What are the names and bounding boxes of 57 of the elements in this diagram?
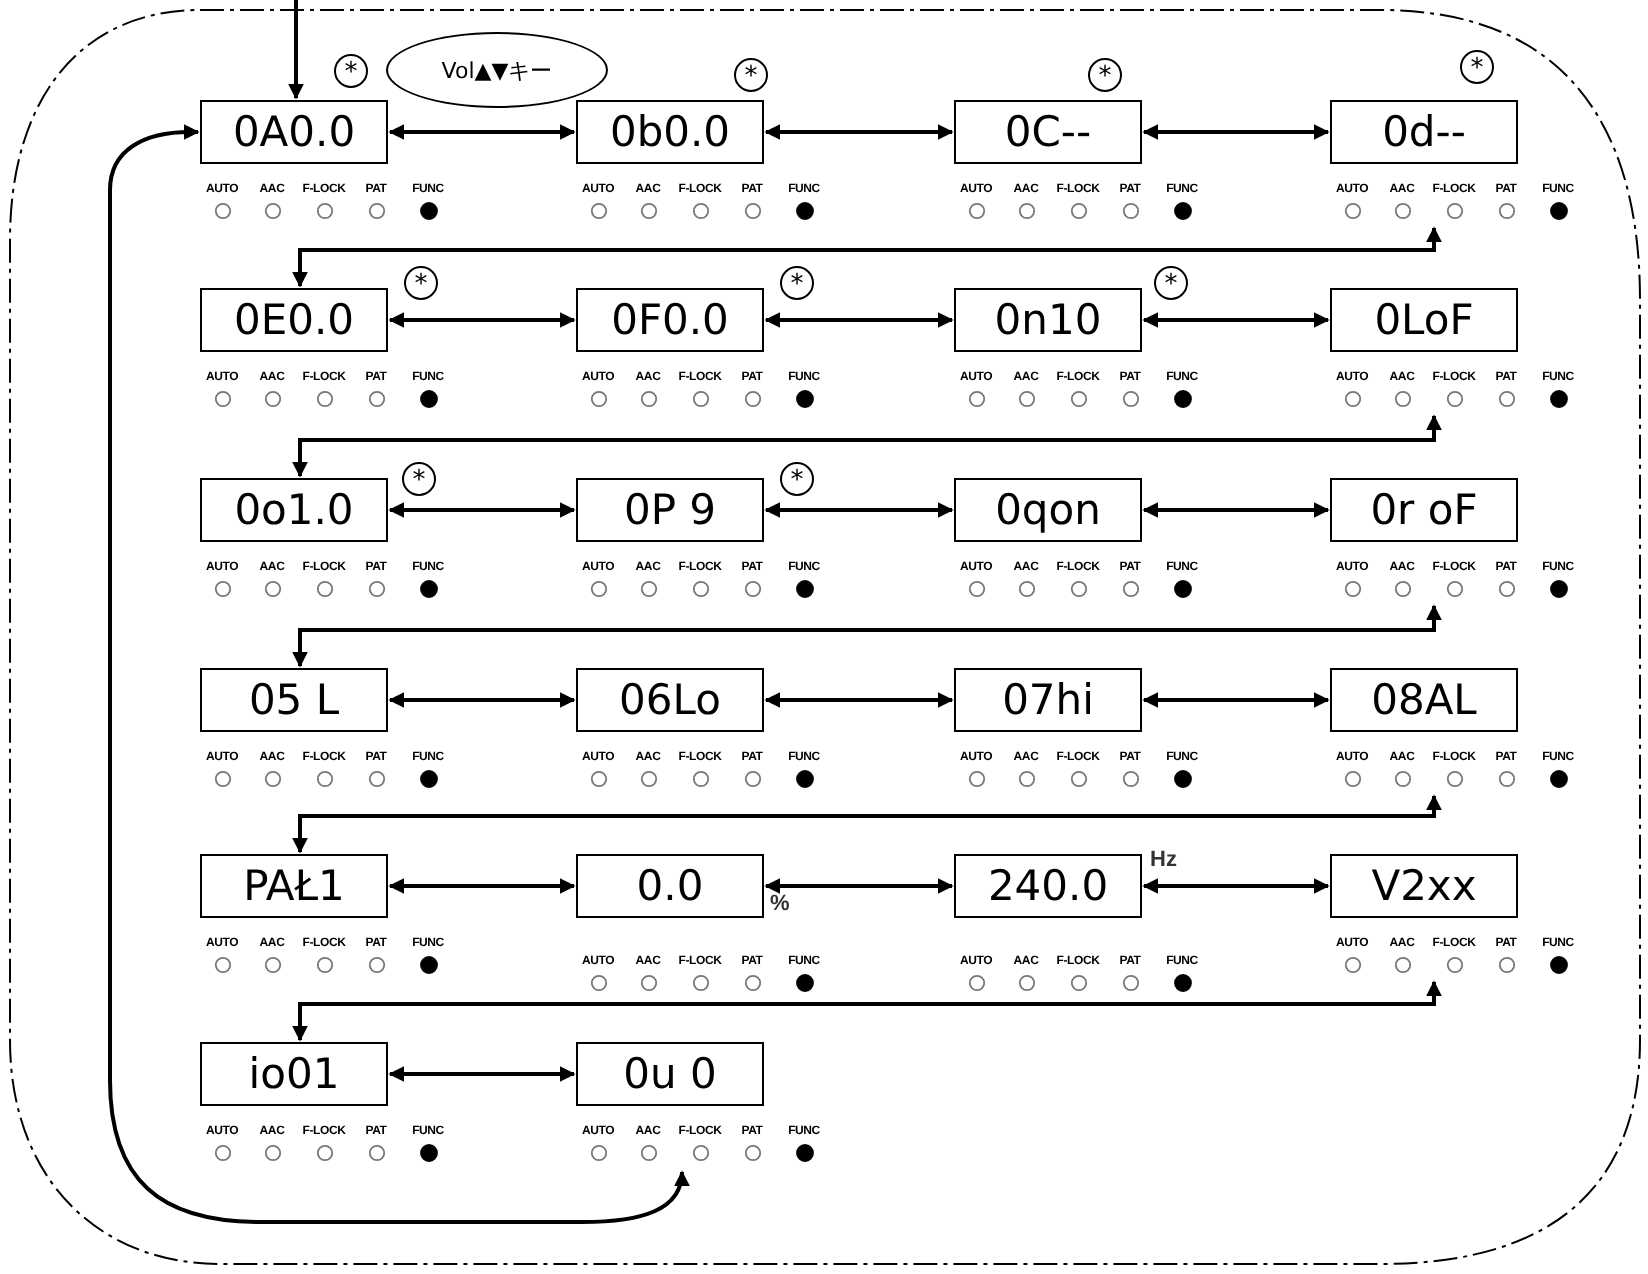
key-oval: Vol▲▼キー: [386, 32, 608, 108]
display-box: io01: [200, 1042, 388, 1106]
asterisk-mark: *: [780, 266, 814, 300]
display-box: PAŁ1: [200, 854, 388, 918]
arrow: [388, 312, 576, 328]
asterisk-mark: *: [334, 54, 368, 88]
asterisk-mark: *: [734, 58, 768, 92]
display-box: 0P 9: [576, 478, 764, 542]
arrow: [1142, 312, 1330, 328]
display-box: 240.0: [954, 854, 1142, 918]
display-box: 05 L: [200, 668, 388, 732]
arrow: [388, 124, 576, 140]
display-box: 0qon: [954, 478, 1142, 542]
arrow: [388, 692, 576, 708]
arrow: [288, 0, 304, 100]
display-box: 0r oF: [1330, 478, 1518, 542]
arrow: [388, 1066, 576, 1082]
arrow: [292, 604, 1442, 668]
arrow: [764, 312, 954, 328]
asterisk-mark: *: [1460, 50, 1494, 84]
display-box: 0F0.0: [576, 288, 764, 352]
asterisk-mark: *: [402, 462, 436, 496]
arrow: [1142, 502, 1330, 518]
asterisk-mark: *: [1088, 58, 1122, 92]
display-box: 0E0.0: [200, 288, 388, 352]
arrow: [108, 124, 689, 1224]
arrow: [292, 226, 1442, 288]
display-box: 0u 0: [576, 1042, 764, 1106]
display-box: 07hi: [954, 668, 1142, 732]
arrow: [292, 794, 1442, 854]
unit-label: %: [770, 892, 790, 916]
arrow: [388, 502, 576, 518]
asterisk-mark: *: [1154, 266, 1188, 300]
asterisk-mark: *: [404, 266, 438, 300]
display-box: 0d--: [1330, 100, 1518, 164]
arrow: [764, 502, 954, 518]
display-box: 06Lo: [576, 668, 764, 732]
asterisk-mark: *: [780, 462, 814, 496]
display-box: 0n10: [954, 288, 1142, 352]
arrow: [1142, 878, 1330, 894]
display-box: V2xx: [1330, 854, 1518, 918]
arrow: [764, 124, 954, 140]
display-box: 0.0: [576, 854, 764, 918]
arrow: [292, 414, 1442, 478]
display-box: 0A0.0: [200, 100, 388, 164]
display-box: 08AL: [1330, 668, 1518, 732]
display-box: 0o1.0: [200, 478, 388, 542]
unit-label: Hz: [1150, 848, 1177, 872]
arrow: [1142, 124, 1330, 140]
arrow: [292, 980, 1442, 1042]
display-box: 0LoF: [1330, 288, 1518, 352]
arrow: [764, 692, 954, 708]
arrow: [388, 878, 576, 894]
arrow: [764, 878, 954, 894]
arrow: [1142, 692, 1330, 708]
display-box: 0C--: [954, 100, 1142, 164]
display-box: 0b0.0: [576, 100, 764, 164]
